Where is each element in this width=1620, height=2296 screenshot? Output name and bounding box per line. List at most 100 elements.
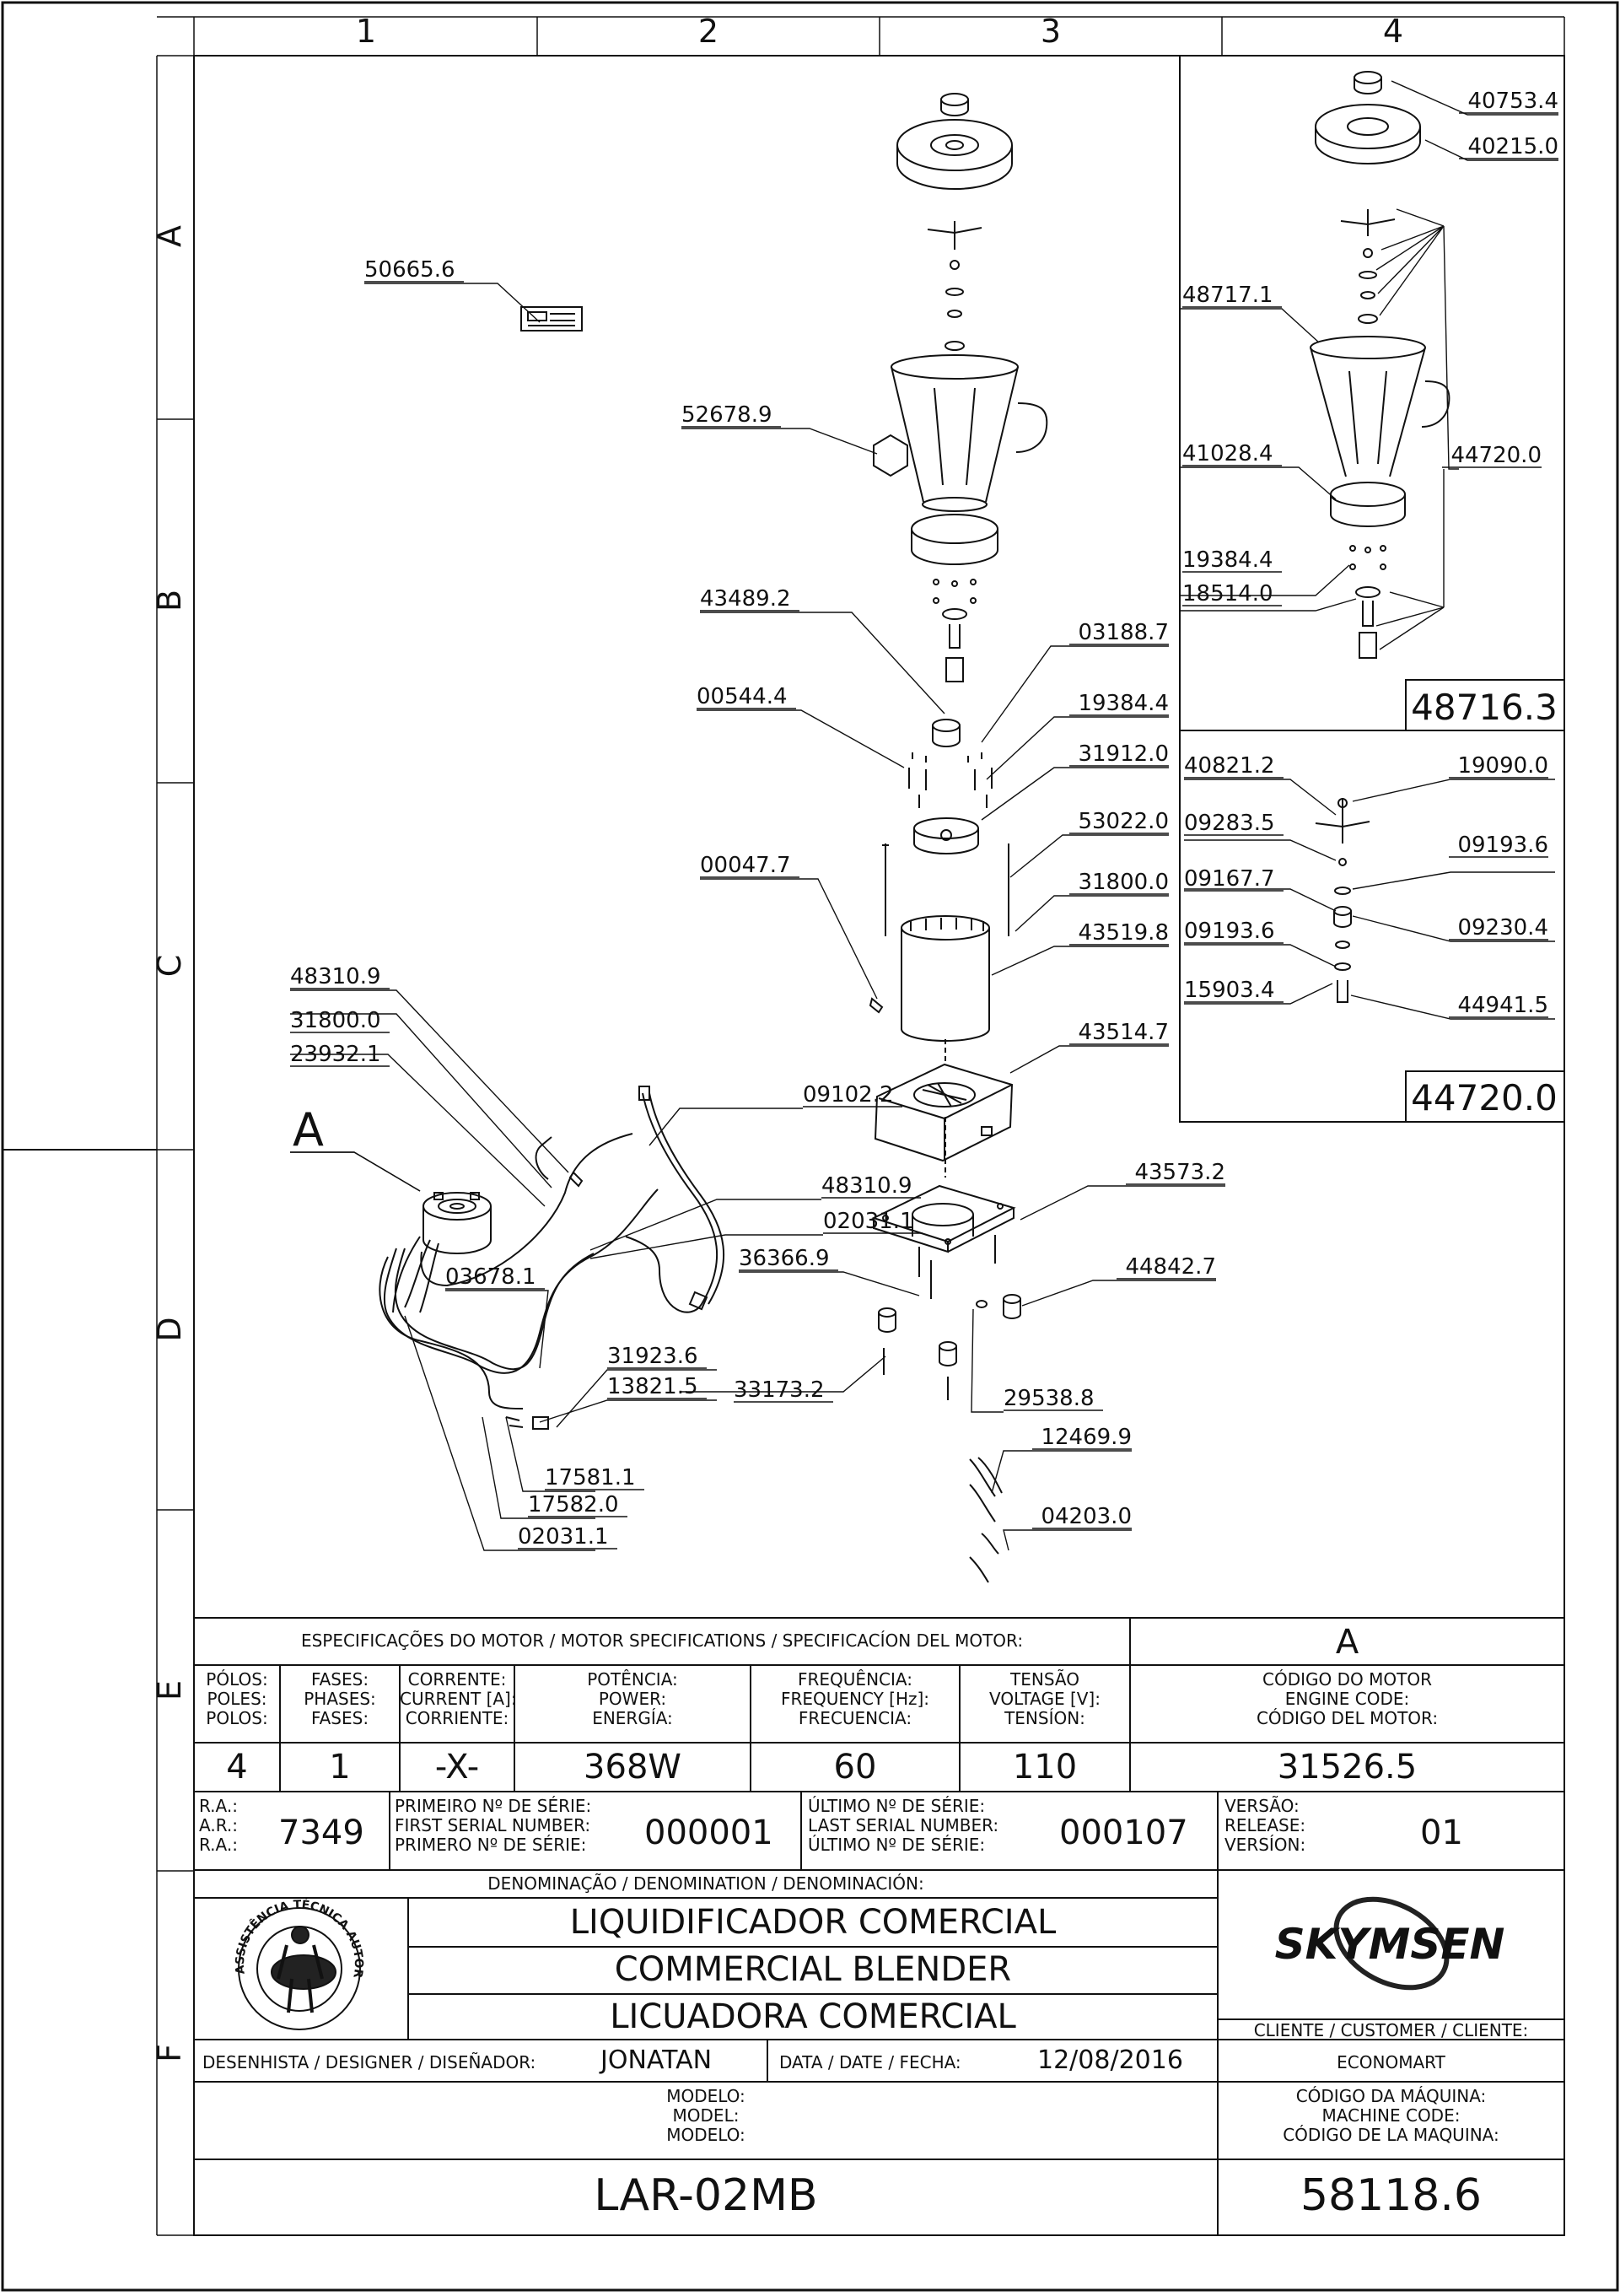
part-label: 43514.7	[1078, 1020, 1169, 1045]
part-label: 00544.4	[697, 684, 788, 709]
part-label: 36366.9	[739, 1246, 830, 1271]
part-label: 50665.6	[364, 257, 455, 283]
designer-value: JONATAN	[600, 2045, 713, 2075]
part-label: 03678.1	[445, 1264, 536, 1290]
zone-col-2: 2	[698, 13, 719, 50]
brand-name: SKYMSEN	[1275, 1920, 1505, 1969]
kit-bottom-part-label: 09167.7	[1184, 866, 1275, 892]
spec-label-power: POTÊNCIA:POWER:ENERGÍA:	[587, 1669, 678, 1728]
kit-top-part-label: 19384.4	[1182, 547, 1273, 573]
kit-bottom-part-label: 09193.6	[1184, 919, 1275, 944]
ra-label: R.A.:A.R.:R.A.:	[199, 1796, 238, 1855]
part-label: 33173.2	[734, 1377, 825, 1403]
first-serial-label: PRIMEIRO Nº DE SÉRIE:FIRST SERIAL NUMBER…	[395, 1796, 592, 1855]
part-label: 29538.8	[1004, 1386, 1095, 1411]
name-portuguese: LIQUIDIFICADOR COMERCIAL	[569, 1903, 1057, 1942]
version-value: 01	[1420, 1814, 1463, 1852]
kit-bottom-part-label: 19090.0	[1457, 753, 1548, 779]
part-label: 31800.0	[1078, 870, 1169, 895]
zone-row-e: E	[151, 1680, 188, 1700]
blender-parts-drawing	[379, 93, 1048, 1583]
detail-a-marker: A	[293, 1103, 324, 1156]
part-label: 43519.8	[1078, 920, 1169, 946]
kit-bottom-part-label: 44941.5	[1457, 993, 1548, 1018]
kit-bottom-part-label: 09193.6	[1457, 833, 1548, 858]
ra-value: 7349	[278, 1814, 364, 1852]
name-english: COMMERCIAL BLENDER	[614, 1950, 1012, 1989]
part-label: 31800.0	[290, 1008, 381, 1033]
part-label: 31912.0	[1078, 741, 1169, 767]
part-label: 52678.9	[681, 402, 772, 428]
kit-bottom-part-label: 40821.2	[1184, 753, 1275, 779]
zone-row-b: B	[151, 590, 188, 612]
customer-label: CLIENTE / CUSTOMER / CLIENTE:	[1253, 2020, 1529, 2040]
name-spanish: LICUADORA COMERCIAL	[610, 1997, 1016, 2036]
date-label: DATA / DATE / FECHA:	[779, 2052, 961, 2072]
zone-row-a: A	[151, 225, 188, 247]
kit-bottom-part-label: 15903.4	[1184, 978, 1275, 1003]
part-label: 09102.2	[803, 1082, 894, 1108]
denomination-label: DENOMINAÇÃO / DENOMINATION / DENOMINACIÓ…	[487, 1873, 924, 1894]
kit-top-part-label: 40215.0	[1467, 134, 1558, 159]
zone-col-1: 1	[356, 13, 376, 50]
kit-box-bottom	[1179, 730, 1565, 1123]
version-label: VERSÃO:RELEASE:VERSÍON:	[1224, 1796, 1306, 1855]
part-label: 12469.9	[1041, 1425, 1132, 1450]
authorized-service-seal	[238, 1907, 361, 2030]
motor-specs-header: ESPECIFICAÇÕES DO MOTOR / MOTOR SPECIFIC…	[300, 1630, 1024, 1651]
kit-top-part-label: 41028.4	[1182, 441, 1273, 466]
designer-label: DESENHISTA / DESIGNER / DISEÑADOR:	[202, 2052, 536, 2072]
kit-bottom-code: 44720.0	[1411, 1077, 1558, 1118]
spec-label-poles: PÓLOS:POLES:POLOS:	[206, 1669, 268, 1728]
last-serial-label: ÚLTIMO Nº DE SÉRIE:LAST SERIAL NUMBER:ÚL…	[808, 1796, 999, 1855]
part-label: 43573.2	[1134, 1160, 1225, 1185]
kit-bottom-part-label: 09283.5	[1184, 811, 1275, 836]
machine-code-label: CÓDIGO DA MÁQUINA:MACHINE CODE:CÓDIGO DE…	[1283, 2086, 1499, 2145]
kit-top-part-label: 40753.4	[1467, 89, 1558, 114]
motor-detail-ref: A	[1335, 1623, 1359, 1662]
kit-top-code: 48716.3	[1411, 687, 1558, 728]
leader-lines	[290, 80, 1558, 1551]
part-label: 02031.1	[518, 1524, 609, 1550]
kit-top-part-label: 44720.0	[1450, 443, 1542, 468]
spec-value-frequency: 60	[833, 1748, 877, 1787]
part-label: 17581.1	[545, 1465, 636, 1490]
spec-value-power: 368W	[584, 1748, 681, 1787]
zone-col-3: 3	[1041, 13, 1061, 50]
part-label: 23932.1	[290, 1042, 381, 1067]
zone-col-4: 4	[1383, 13, 1403, 50]
engine-code-value: 31526.5	[1277, 1748, 1418, 1787]
spec-value-current: -X-	[434, 1748, 480, 1787]
part-label: 31923.6	[607, 1344, 698, 1369]
spec-value-voltage: 110	[1012, 1748, 1078, 1787]
spec-label-current: CORRENTE:CURRENT [A]:CORRIENTE:	[400, 1669, 517, 1728]
part-label: 19384.4	[1078, 691, 1169, 716]
part-label: 43489.2	[700, 586, 791, 612]
spec-label-frequency: FREQUÊNCIA:FREQUENCY [Hz]:FRECUENCIA:	[780, 1669, 930, 1728]
blade-kit-drawing	[1315, 798, 1370, 1003]
first-serial-value: 000001	[644, 1814, 773, 1852]
part-label: 44842.7	[1125, 1254, 1216, 1280]
spec-label-phases: FASES:PHASES:FASES:	[304, 1669, 376, 1728]
part-label: 48310.9	[821, 1173, 912, 1199]
zone-row-c: C	[151, 955, 188, 978]
brand-logo: SKYMSEN	[1275, 1896, 1505, 1991]
spec-value-poles: 4	[226, 1748, 248, 1787]
part-label: 17582.0	[528, 1492, 619, 1517]
last-serial-value: 000107	[1059, 1814, 1188, 1852]
zone-row-f: F	[151, 2044, 188, 2062]
part-label: 02031.1	[823, 1209, 914, 1234]
customer-value: ECONOMART	[1337, 2052, 1445, 2072]
part-label: 04203.0	[1041, 1504, 1132, 1529]
part-label: 13821.5	[607, 1374, 698, 1399]
title-block-frame	[194, 1617, 1564, 2235]
jar-kit-drawing	[1310, 71, 1450, 659]
date-value: 12/08/2016	[1037, 2045, 1183, 2075]
spec-value-phases: 1	[329, 1748, 351, 1787]
part-label: 03188.7	[1078, 620, 1169, 645]
zone-row-d: D	[151, 1317, 188, 1341]
